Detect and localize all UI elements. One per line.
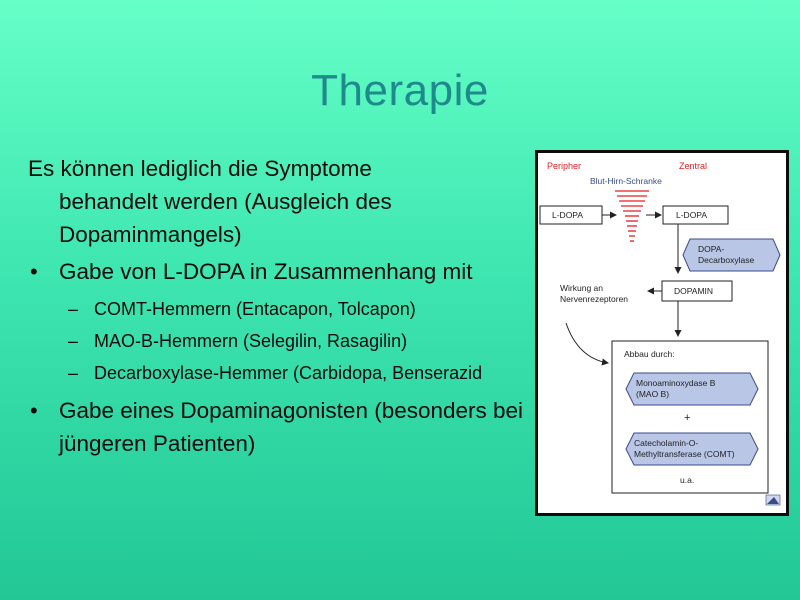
mao-b-enzyme: [625, 372, 759, 406]
mao-label-1: Monoaminoxydase B: [636, 378, 716, 388]
sub-dash: –: [68, 363, 79, 383]
decarboxylase-label-2: Decarboxylase: [698, 255, 754, 265]
wirkung-label-1: Wirkung an: [560, 283, 603, 293]
pathway-diagram: Peripher Zentral Blut-Hirn-Schranke L-DO…: [539, 161, 781, 506]
bullet-symptoms-line1: Es können lediglich die Symptome: [28, 156, 372, 181]
bullet-ldopa-text: Gabe von L-DOPA in Zusammenhang mit: [59, 259, 473, 284]
bullet-dot: •: [30, 398, 38, 423]
sub-dash: –: [68, 299, 79, 319]
barrier-stripes: [615, 190, 649, 242]
arrow-curved-return: [565, 322, 609, 366]
sub-bullet-mao-text: MAO-B-Hemmern (Selegilin, Rasagilin): [94, 331, 408, 351]
sub-bullet-decarb: –Decarboxylase-Hemmer (Carbidopa, Benser…: [28, 360, 528, 386]
bullet-symptoms-rest: behandelt werden (Ausgleich des Dopaminm…: [59, 189, 392, 247]
mao-label-2: (MAO B): [636, 389, 669, 399]
wirkung-label-2: Nervenrezeptoren: [560, 294, 628, 304]
abbau-label: Abbau durch:: [624, 349, 675, 359]
label-blood-brain-barrier: Blut-Hirn-Schranke: [590, 176, 662, 186]
ua-label: u.a.: [680, 475, 694, 485]
bullet-symptoms: Es können lediglich die Symptome behandel…: [28, 152, 528, 251]
label-zentral: Zentral: [679, 161, 707, 171]
ldopa-pathway-figure: Peripher Zentral Blut-Hirn-Schranke L-DO…: [535, 150, 789, 516]
corner-logo-icon: [765, 494, 781, 506]
bullet-agonist-text: Gabe eines Dopaminagonisten (besonders b…: [59, 398, 524, 456]
sub-bullet-mao: –MAO-B-Hemmern (Selegilin, Rasagilin): [28, 328, 528, 354]
bullet-ldopa: • Gabe von L-DOPA in Zusammenhang mit: [28, 255, 528, 288]
bullet-list: Es können lediglich die Symptome behandel…: [28, 152, 528, 460]
ldopa-right-box: [662, 205, 729, 225]
dopamin-label: DOPAMIN: [674, 286, 713, 296]
comt-enzyme: [625, 432, 759, 466]
plus-sign: +: [684, 412, 690, 424]
sub-bullet-decarb-text: Decarboxylase-Hemmer (Carbidopa, Bensera…: [94, 363, 483, 383]
bullet-agonist: • Gabe eines Dopaminagonisten (besonders…: [28, 394, 528, 460]
abbau-box: [611, 340, 769, 494]
bullet-dot: •: [30, 259, 38, 284]
label-peripher: Peripher: [547, 161, 581, 171]
sub-dash: –: [68, 331, 79, 351]
sub-bullet-comt-text: COMT-Hemmern (Entacapon, Tolcapon): [94, 299, 416, 319]
ldopa-right-label: L-DOPA: [676, 210, 707, 220]
decarboxylase-label-1: DOPA-: [698, 244, 724, 254]
comt-label-1: Catecholamin-O-: [634, 438, 698, 448]
sub-bullet-comt: –COMT-Hemmern (Entacapon, Tolcapon): [28, 296, 528, 322]
comt-label-2: Methyltransferase (COMT): [634, 449, 735, 459]
decarboxylase-enzyme: [682, 238, 781, 272]
slide-title: Therapie: [311, 66, 489, 115]
ldopa-left-label: L-DOPA: [552, 210, 583, 220]
